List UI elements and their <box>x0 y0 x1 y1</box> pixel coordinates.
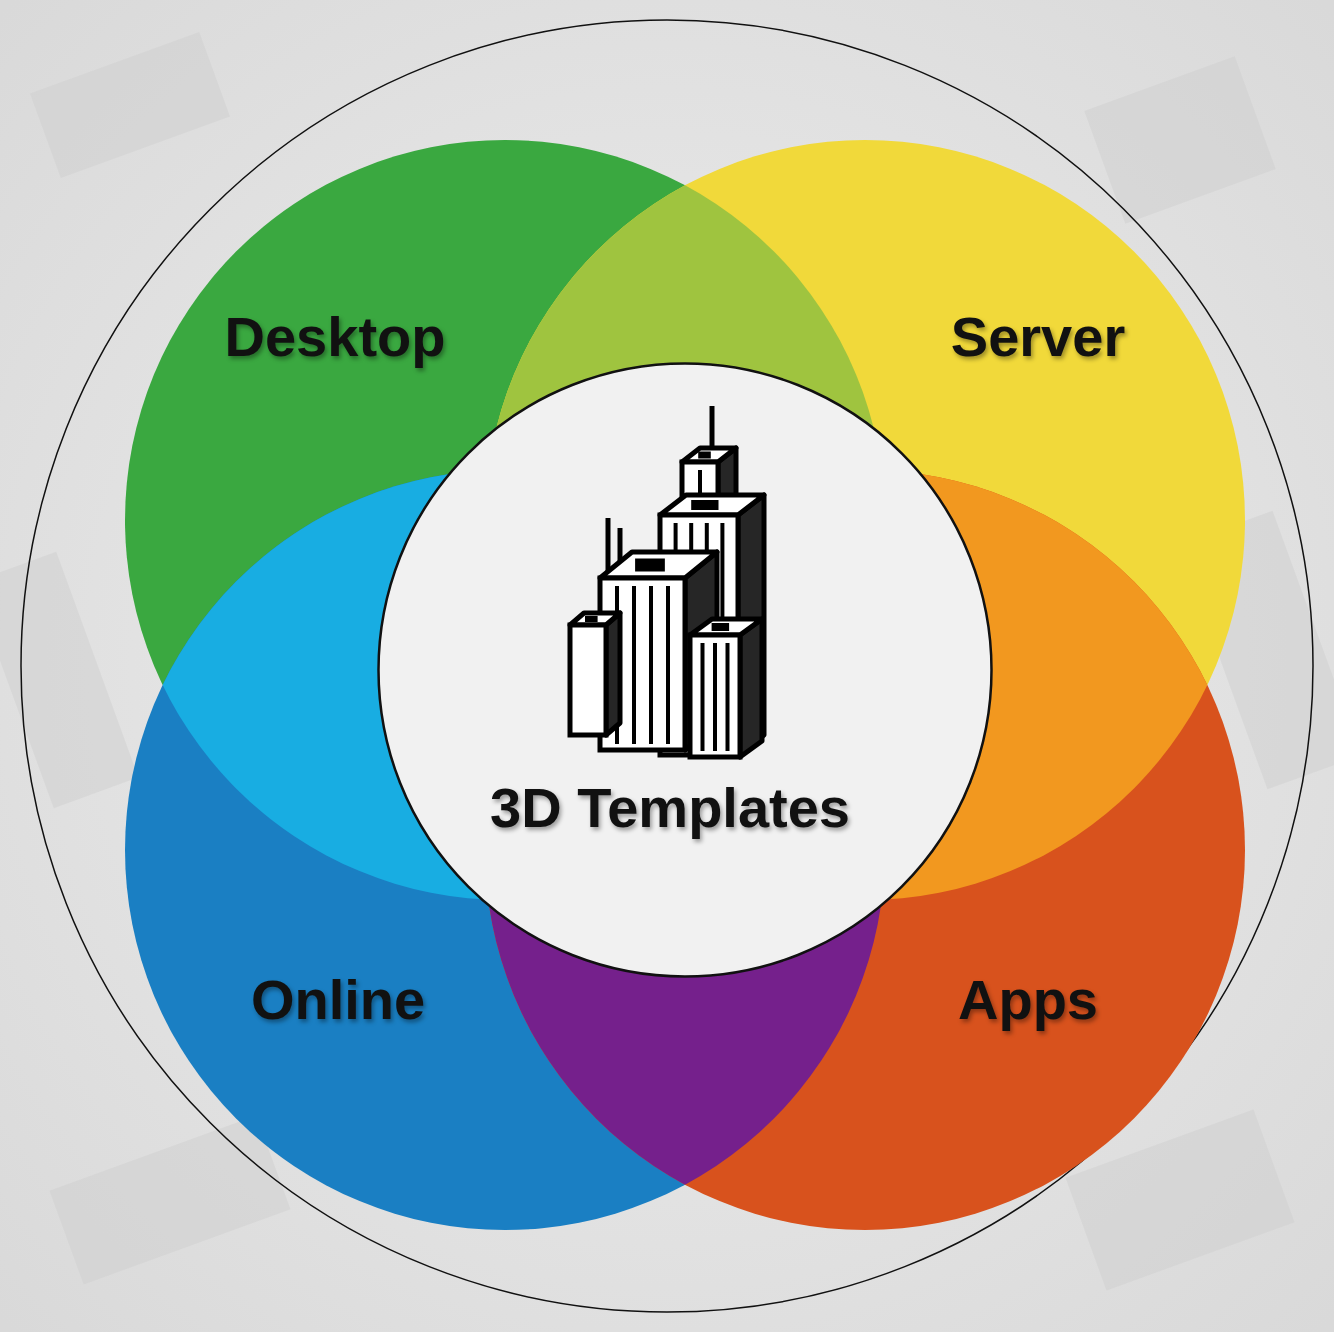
platform-label: Server <box>951 306 1125 368</box>
platform-label: Apps <box>958 969 1098 1031</box>
platform-label: Desktop <box>225 306 446 368</box>
roof-block <box>698 452 711 459</box>
building-front <box>600 578 685 750</box>
roof-block <box>712 623 730 631</box>
roof-block <box>585 616 598 622</box>
city-icon <box>570 406 764 757</box>
window-stripe <box>701 643 705 751</box>
antenna <box>606 518 611 575</box>
center-circle: 3D Templates <box>377 362 993 978</box>
window-stripe <box>726 643 730 751</box>
circle-shape <box>377 362 993 978</box>
antenna <box>710 406 715 448</box>
roof-block <box>691 500 718 510</box>
window-stripe <box>649 586 653 744</box>
building-front <box>570 625 606 735</box>
platform-label: Online <box>251 969 425 1031</box>
window-stripe <box>666 586 670 744</box>
center-label: 3D Templates <box>490 777 850 839</box>
roof-block <box>635 559 665 572</box>
overlap-lens <box>485 470 1245 1230</box>
outer-ring <box>21 20 1313 1312</box>
circle-fill <box>485 470 1245 1230</box>
window-stripe <box>713 643 717 751</box>
building-shadow <box>740 617 762 755</box>
circle-fill <box>379 364 992 977</box>
building-front <box>690 635 740 757</box>
aerial-texture <box>0 32 1334 1291</box>
building-shadow <box>606 611 620 733</box>
overlap-lens <box>485 470 1245 1230</box>
window-stripe <box>632 586 636 744</box>
